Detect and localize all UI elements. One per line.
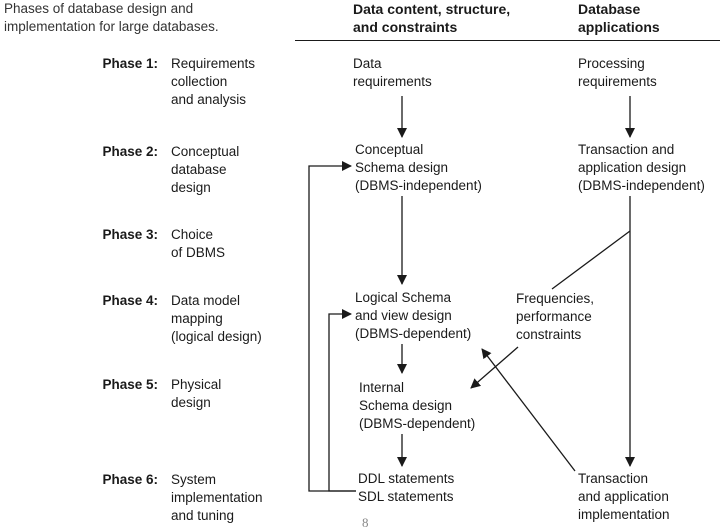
figure-caption: Phases of database design and implementa… [4, 1, 219, 34]
phase-5-name: Physical design [171, 377, 222, 410]
transaction-application-design: Transaction and application design (DBMS… [578, 142, 705, 193]
line-transaction-to-frequencies [551, 230, 631, 290]
arrow-feedback-to-logical [328, 309, 356, 492]
phase-6-label: Phase 6: [102, 472, 158, 487]
header-divider [295, 40, 720, 41]
conceptual-schema-design: Conceptual Schema design (DBMS-independe… [355, 142, 482, 193]
phase-6-name: System implementation and tuning [171, 472, 263, 523]
phase-4-name: Data model mapping (logical design) [171, 293, 262, 344]
column-header-data-content: Data content, structure, and constraints [353, 1, 511, 35]
frequencies-performance-constraints: Frequencies, performance constraints [516, 291, 595, 342]
arrow-implementation-to-logical [481, 348, 576, 472]
ddl-sdl-statements: DDL statements SDL statements [358, 471, 455, 504]
phase-5-label: Phase 5: [102, 377, 158, 392]
transaction-application-implementation: Transaction and application implementati… [578, 471, 670, 522]
phase-3-name: Choice of DBMS [171, 227, 226, 260]
phase-2-name: Conceptual database design [171, 144, 240, 195]
arrow-frequencies-to-internal [470, 346, 519, 389]
internal-schema-design: Internal Schema design (DBMS-dependent) [359, 380, 476, 431]
phase-2-label: Phase 2: [102, 144, 158, 159]
phase-1-label: Phase 1: [102, 56, 158, 71]
processing-requirements: Processing requirements [578, 56, 657, 89]
logical-schema-design: Logical Schema and view design (DBMS-dep… [355, 290, 472, 341]
data-requirements: Data requirements [353, 56, 432, 89]
page-number: 8 [362, 515, 369, 530]
phase-4-label: Phase 4: [102, 293, 158, 308]
phase-3-label: Phase 3: [102, 227, 158, 242]
arrow-feedback-to-conceptual [308, 161, 356, 492]
phase-1-name: Requirements collection and analysis [171, 56, 256, 107]
column-header-database-applications: Database applications [578, 1, 660, 35]
